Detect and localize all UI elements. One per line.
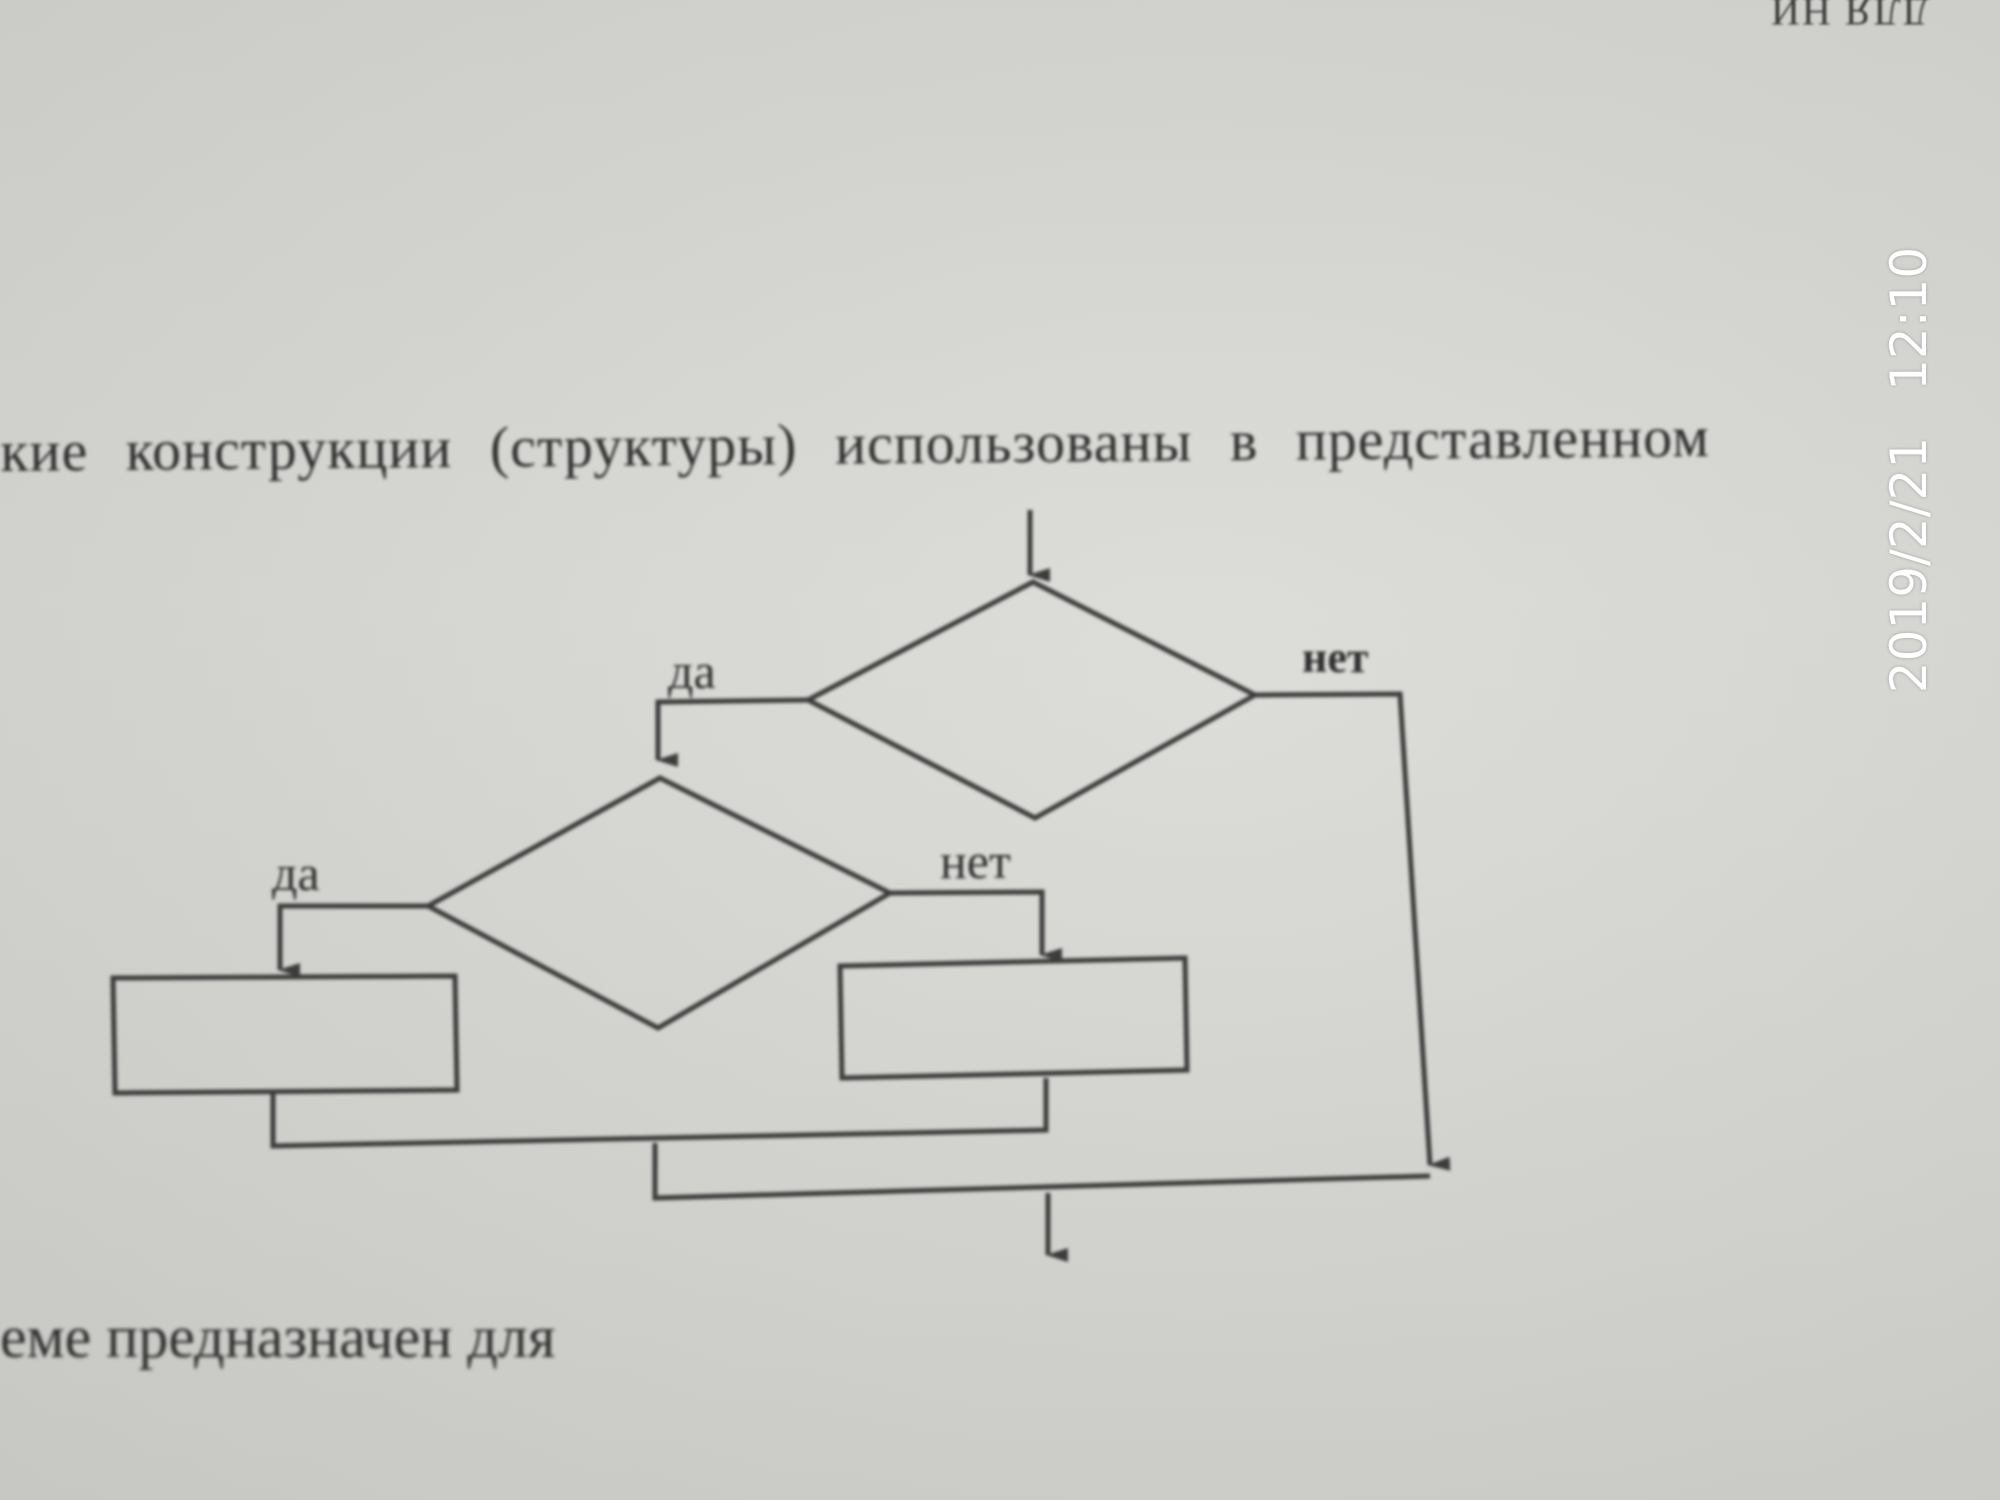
top-yes-connector [655,697,809,767]
timestamp-time: 12:10 [1880,246,1938,391]
top-no-label: нет [1302,633,1369,682]
inner-decision-diamond [422,775,896,1031]
inner-no-connector [889,889,1062,962]
inner-merge-connector [270,1078,1049,1149]
timestamp-date: 2019/2/21 [1880,436,1938,694]
inner-no-label: нет [940,833,1011,889]
top-yes-label: да [668,643,716,699]
inner-yes-connector [277,903,428,977]
outer-merge-connector [652,1143,1431,1201]
left-process-block [110,973,460,1096]
bottom-text: еме предназначен для [0,1304,556,1370]
top-no-connector [1254,691,1451,1171]
top-decision-diamond [802,579,1261,821]
inner-yes-label: да [272,845,320,901]
right-process-block [837,955,1190,1081]
